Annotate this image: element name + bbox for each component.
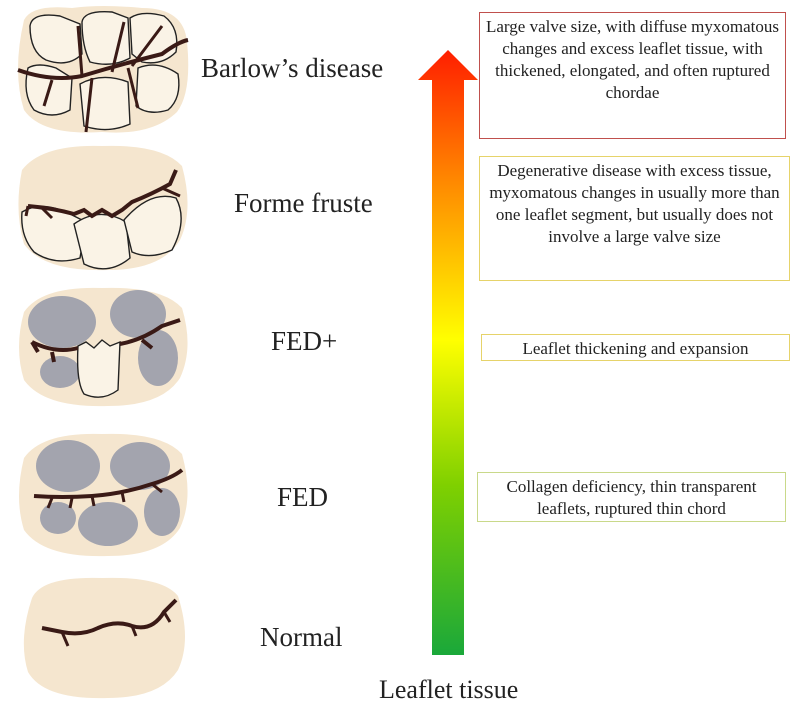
stage-label-fed-plus: FED+	[271, 326, 338, 356]
valve-illustration-forme-fruste	[18, 145, 188, 271]
stage-label-forme-fruste: Forme fruste	[234, 188, 373, 218]
valve-illustration-barlows	[17, 6, 189, 133]
description-fed: Collagen deficiency, thin transparent le…	[477, 472, 786, 522]
description-forme-fruste: Degenerative disease with excess tissue,…	[479, 156, 790, 281]
axis-label-leaflet-tissue: Leaflet tissue	[379, 675, 519, 704]
stage-label-normal: Normal	[260, 622, 343, 652]
valve-illustration-fed-plus	[19, 287, 188, 407]
stage-label-fed: FED	[277, 482, 329, 512]
valve-illustration-normal	[23, 577, 186, 699]
severity-arrow-shape	[418, 50, 478, 655]
description-fed-plus: Leaflet thickening and expansion	[481, 334, 790, 361]
stage-label-barlows: Barlow’s disease	[201, 53, 384, 83]
valve-illustration-fed	[19, 433, 188, 557]
description-barlows: Large valve size, with diffuse myxomatou…	[479, 12, 786, 139]
